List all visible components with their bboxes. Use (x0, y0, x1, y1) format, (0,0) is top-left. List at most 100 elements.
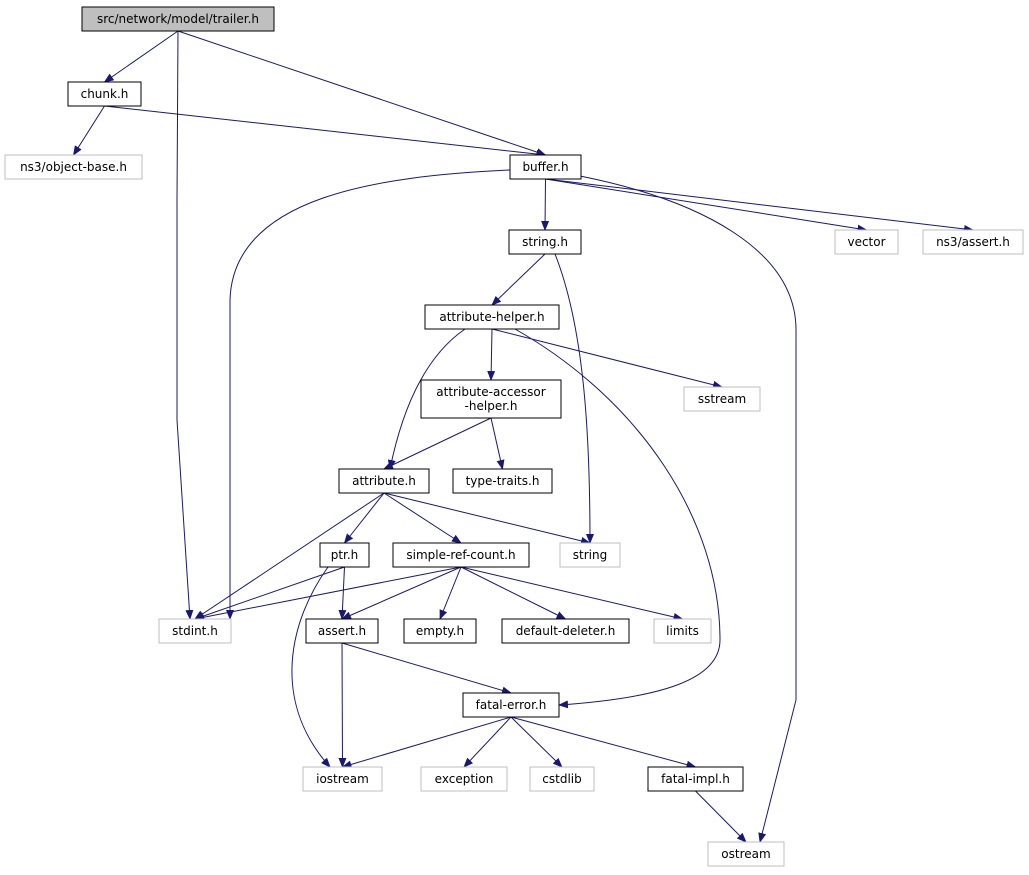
node-box (392, 542, 530, 568)
node-attribute-helper[interactable]: attribute-helper.h (424, 304, 560, 330)
edge-attribute-accessor-helper-to-type-traits (490, 417, 505, 470)
node-exception: exception (420, 766, 508, 792)
node-trailer: src/network/model/trailer.h (81, 6, 275, 32)
edge-fatal-error-to-cstdlib (510, 716, 563, 768)
node-box (653, 618, 712, 644)
edge-fatal-error-to-fatal-impl (510, 716, 697, 769)
node-ptr[interactable]: ptr.h (319, 542, 370, 568)
node-chunk[interactable]: chunk.h (67, 81, 142, 107)
node-sstream: sstream (683, 386, 761, 412)
edge-string-h-to-string (554, 253, 594, 544)
node-label: attribute-helper.h (439, 310, 544, 324)
node-label: string (573, 548, 607, 562)
node-box (338, 468, 430, 494)
node-box (707, 841, 785, 867)
node-fatal-error[interactable]: fatal-error.h (462, 692, 560, 718)
edge-attribute-helper-to-attribute (387, 328, 466, 470)
node-label: ns3/assert.h (936, 235, 1010, 249)
node-string: string (559, 542, 621, 568)
edge-trailer-to-stdint (176, 30, 194, 620)
node-box (158, 618, 232, 644)
node-box (305, 618, 379, 644)
node-empty[interactable]: empty.h (403, 618, 477, 644)
node-label: ostream (721, 847, 770, 861)
node-label: cstdlib (542, 772, 581, 786)
node-label: stdint.h (172, 624, 218, 638)
node-box (302, 766, 383, 792)
node-string-h[interactable]: string.h (508, 229, 582, 255)
edge-attribute-to-ptr (343, 492, 385, 544)
edge-attribute-helper-to-fatal-error (514, 328, 721, 709)
node-label: attribute-accessor (436, 385, 545, 399)
node-box (462, 692, 560, 718)
edge-assert-to-iostream (338, 642, 347, 768)
edge-ptr-to-assert (338, 566, 347, 620)
edge-assert-to-fatal-error (341, 642, 512, 695)
node-box (509, 154, 582, 180)
node-box (420, 766, 508, 792)
node-fatal-impl[interactable]: fatal-impl.h (647, 766, 744, 792)
node-ostream: ostream (707, 841, 785, 867)
node-label: simple-ref-count.h (406, 548, 515, 562)
node-box (424, 304, 560, 330)
node-type-traits[interactable]: type-traits.h (452, 468, 553, 494)
node-box (559, 542, 621, 568)
edge-simple-ref-count-to-assert (341, 566, 462, 620)
node-ns3-assert: ns3/assert.h (922, 229, 1024, 255)
node-box (508, 229, 582, 255)
node-object-base: ns3/object-base.h (4, 154, 143, 180)
node-label: sstream (698, 392, 746, 406)
edge-ptr-to-iostream (291, 566, 331, 768)
node-box (420, 379, 562, 419)
edge-chunk-to-object-base (72, 105, 105, 156)
edge-string-h-to-attribute-helper (491, 253, 546, 306)
node-label: src/network/model/trailer.h (97, 12, 259, 26)
edge-attribute-accessor-helper-to-attribute (383, 417, 492, 470)
node-box (647, 766, 744, 792)
node-label: type-traits.h (466, 474, 540, 488)
node-iostream: iostream (302, 766, 383, 792)
edge-buffer-to-string-h (541, 178, 550, 231)
node-label: limits (666, 624, 699, 638)
node-default-deleter[interactable]: default-deleter.h (501, 618, 630, 644)
node-limits: limits (653, 618, 712, 644)
node-cstdlib: cstdlib (529, 766, 595, 792)
edge-ptr-to-stdint (194, 566, 345, 620)
edge-attribute-to-simple-ref-count (383, 492, 462, 544)
node-assert[interactable]: assert.h (305, 618, 379, 644)
node-box (501, 618, 630, 644)
node-simple-ref-count[interactable]: simple-ref-count.h (392, 542, 530, 568)
node-label: empty.h (416, 624, 464, 638)
node-label: ns3/object-base.h (20, 160, 127, 174)
node-vector: vector (834, 229, 899, 255)
node-label: exception (435, 772, 494, 786)
node-label: fatal-impl.h (661, 772, 730, 786)
edge-simple-ref-count-to-stdint (194, 566, 462, 622)
edge-fatal-impl-to-ostream (695, 790, 747, 843)
node-label: fatal-error.h (476, 698, 547, 712)
edge-fatal-error-to-exception (463, 716, 512, 768)
edge-buffer-to-ostream (579, 175, 797, 843)
node-label: default-deleter.h (516, 624, 616, 638)
edge-chunk-to-buffer (104, 105, 547, 158)
node-box (4, 154, 143, 180)
node-attribute[interactable]: attribute.h (338, 468, 430, 494)
node-buffer[interactable]: buffer.h (509, 154, 582, 180)
node-box (529, 766, 595, 792)
node-box (683, 386, 761, 412)
edge-simple-ref-count-to-empty (439, 566, 462, 620)
node-label: iostream (316, 772, 369, 786)
node-label: chunk.h (81, 87, 129, 101)
edge-fatal-error-to-iostream (341, 716, 512, 769)
node-label: ptr.h (331, 548, 359, 562)
node-attribute-accessor-helper[interactable]: attribute-accessor-helper.h (420, 379, 562, 419)
edge-trailer-to-buffer (177, 30, 547, 156)
node-box (403, 618, 477, 644)
edge-attribute-to-string (383, 492, 591, 545)
edge-buffer-to-ns3-assert (545, 178, 974, 233)
edge-attribute-helper-to-sstream (491, 328, 723, 389)
node-label: -helper.h (465, 399, 518, 413)
edge-trailer-to-chunk (103, 30, 179, 83)
node-label: assert.h (318, 624, 366, 638)
